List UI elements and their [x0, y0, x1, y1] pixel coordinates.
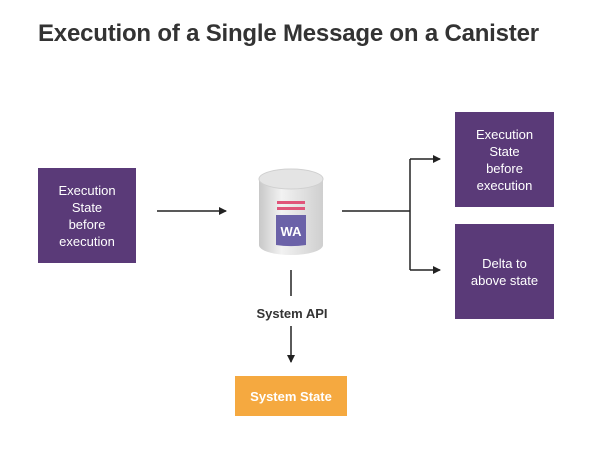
output-state-box: Execution State before execution	[455, 112, 554, 207]
input-box-line: execution	[59, 233, 115, 249]
output-box-1-line: Execution	[475, 126, 534, 142]
output-box-2-line: above state	[470, 272, 539, 288]
wa-badge	[276, 215, 306, 247]
system-state-label: System State	[250, 388, 332, 404]
output-box-1-line: execution	[476, 177, 533, 193]
input-box-line: before	[68, 216, 106, 232]
output-box-1-line: before	[486, 160, 523, 176]
database-cylinder-icon: WA	[258, 168, 324, 255]
input-box-line: State	[71, 199, 103, 215]
input-box-line: Execution	[58, 182, 116, 198]
output-box-2-line: Delta to	[482, 255, 527, 271]
stripe-top	[277, 201, 305, 204]
stripe-bottom	[277, 207, 305, 210]
output-box-1-line: State	[489, 143, 520, 159]
page-title: Execution of a Single Message on a Canis…	[38, 20, 539, 47]
input-state-box: Execution State before execution	[38, 168, 136, 263]
system-api-label: System API	[256, 306, 328, 321]
system-state-box: System State	[235, 376, 347, 416]
wa-badge-label: WA	[281, 224, 303, 239]
delta-state-box: Delta to above state	[455, 224, 554, 319]
